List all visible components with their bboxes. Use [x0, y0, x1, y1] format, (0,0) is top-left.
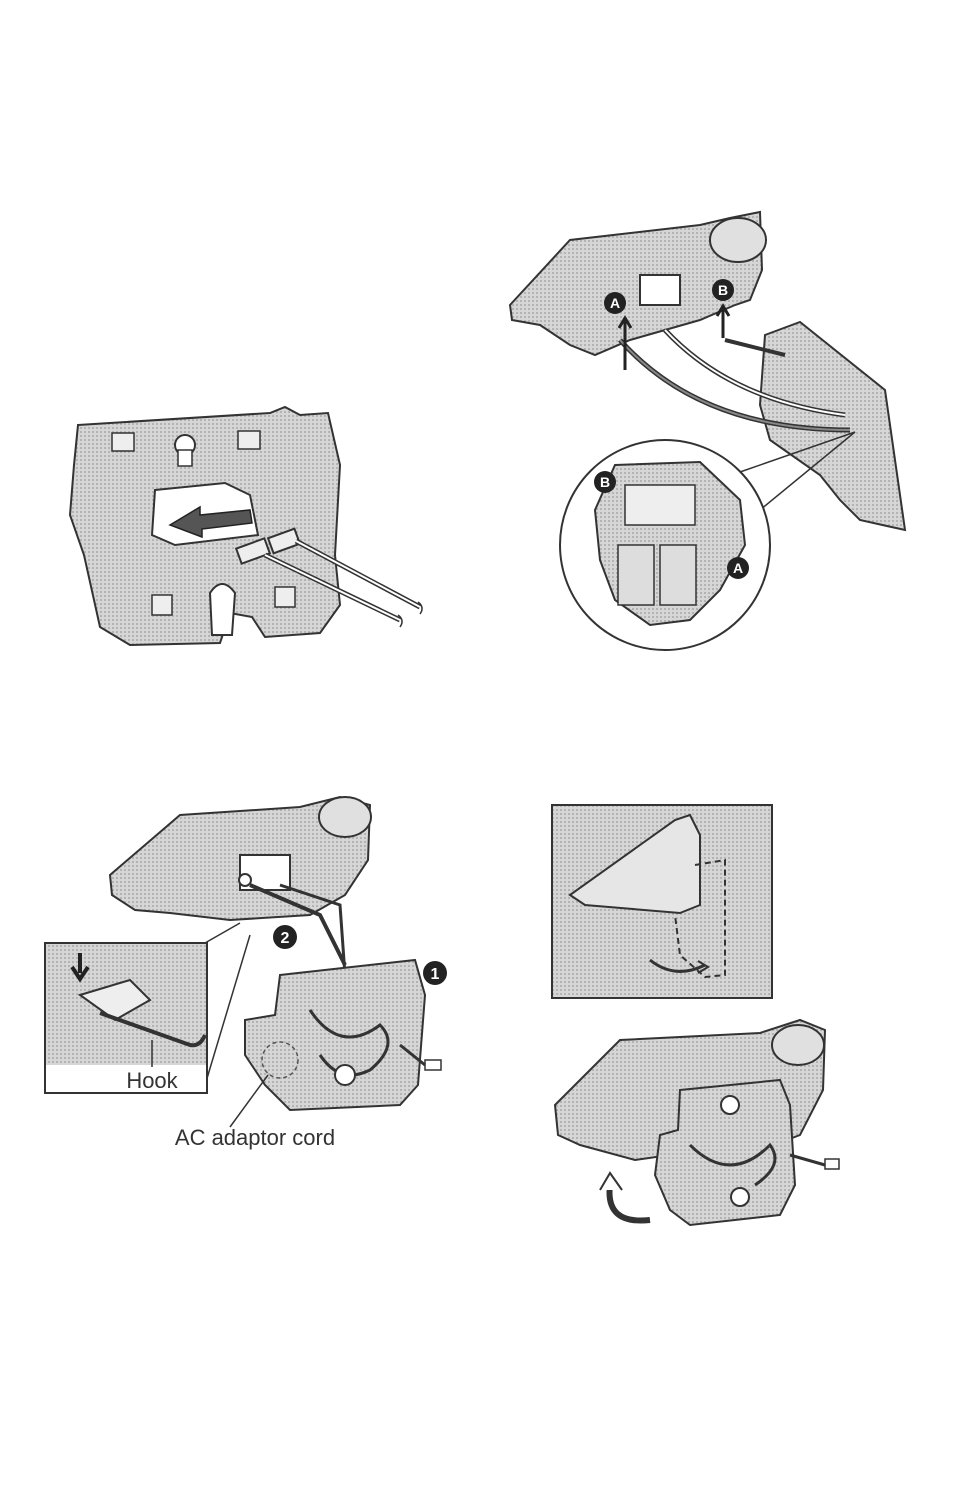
marker-b-top: B — [712, 279, 734, 301]
marker-a-zoom: A — [727, 557, 749, 579]
step-1-badge: 1 — [423, 961, 447, 985]
svg-text:B: B — [600, 474, 610, 490]
step-2-badge: 2 — [273, 925, 297, 949]
attach-bracket-drawing — [540, 805, 870, 1255]
marker-b-zoom: B — [594, 471, 616, 493]
svg-text:B: B — [718, 282, 728, 298]
figure-attach-bracket — [540, 805, 870, 1255]
handset-rest — [710, 218, 766, 262]
cord-routing-drawing: 1 2 Hook AC adaptor cord — [40, 785, 460, 1155]
cord-leader — [230, 1075, 268, 1127]
ac-adaptor-cord-label: AC adaptor cord — [175, 1125, 335, 1150]
base-mount-drawing: A B B A — [500, 200, 910, 660]
figure-base-mount: A B B A — [500, 200, 910, 660]
arrow-b — [717, 306, 729, 338]
svg-text:A: A — [733, 560, 743, 576]
svg-text:1: 1 — [431, 966, 440, 983]
figure-cord-routing: 1 2 Hook AC adaptor cord — [40, 785, 460, 1155]
bottom-slot — [210, 584, 235, 635]
svg-text:2: 2 — [281, 930, 290, 947]
rotate-arrow — [610, 1185, 651, 1221]
figure-cradle-plug — [60, 395, 440, 655]
marker-a-top: A — [604, 292, 626, 314]
hook-label: Hook — [126, 1068, 178, 1093]
cradle-plug-drawing — [60, 395, 440, 655]
svg-text:A: A — [610, 295, 620, 311]
